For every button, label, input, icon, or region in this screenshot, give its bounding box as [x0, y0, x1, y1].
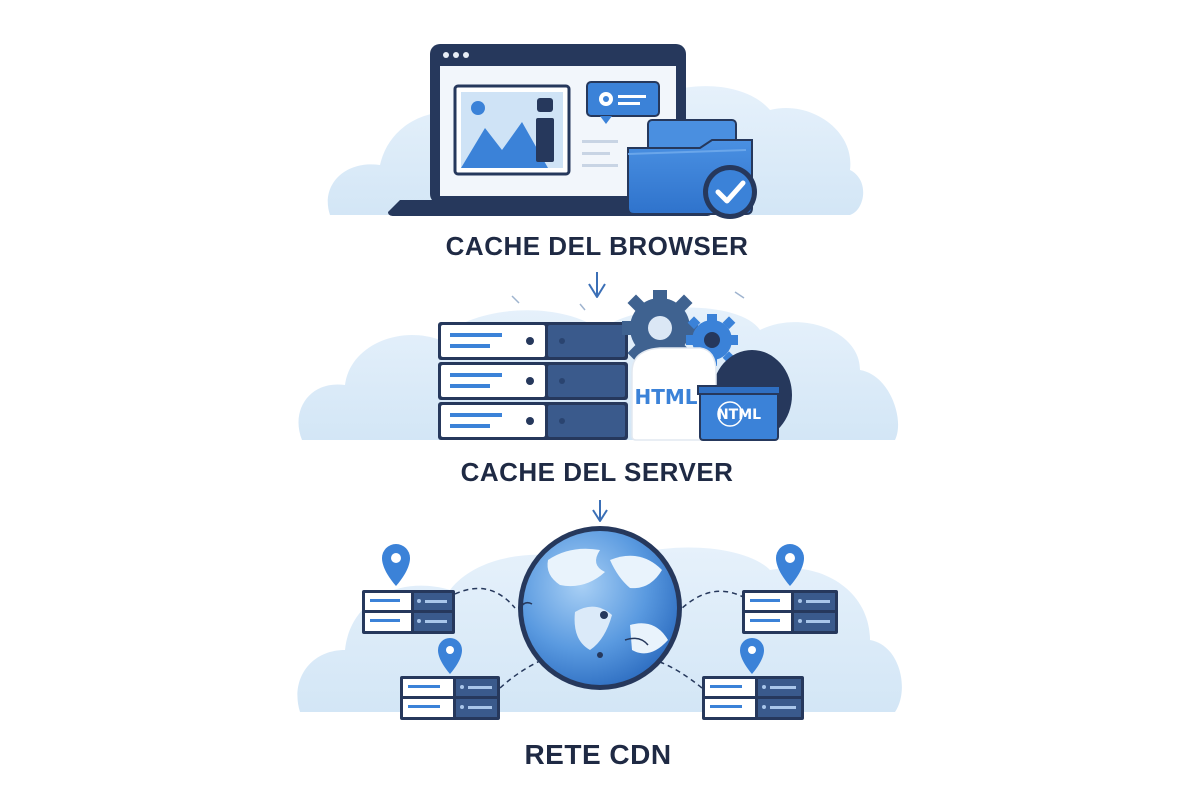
stage-label-cdn: RETE CDN — [524, 739, 671, 770]
flow-arrow-down-icon — [592, 500, 608, 522]
stage-label-server: CACHE DEL SERVER — [461, 457, 734, 487]
cdn-server-node — [702, 676, 804, 720]
browser-cache-section: CACHE DEL BROWSER — [327, 44, 864, 261]
laptop-icon — [388, 44, 712, 216]
html-box-icon: NTML — [697, 385, 781, 441]
cdn-server-node — [742, 590, 838, 634]
globe-icon — [518, 526, 682, 690]
spark-icon — [511, 291, 745, 311]
stage-label-browser: CACHE DEL BROWSER — [446, 231, 749, 261]
location-pin-icon — [438, 638, 462, 674]
html-document-icon: HTML — [631, 347, 717, 441]
flow-arrow-down-icon — [588, 272, 606, 298]
html-badge-text: HTML — [634, 385, 697, 409]
check-badge-icon — [703, 165, 757, 219]
cdn-server-node — [400, 676, 500, 720]
server-rack-icon — [438, 322, 628, 440]
cdn-network-section: RETE CDN — [297, 526, 902, 770]
location-pin-icon — [740, 638, 764, 674]
html-box-text: NTML — [717, 407, 761, 423]
location-pin-icon — [382, 544, 410, 586]
server-cache-section: HTML NTML CACHE DEL SERVER — [298, 290, 899, 487]
location-pin-icon — [776, 544, 804, 586]
cdn-server-node — [362, 590, 455, 634]
